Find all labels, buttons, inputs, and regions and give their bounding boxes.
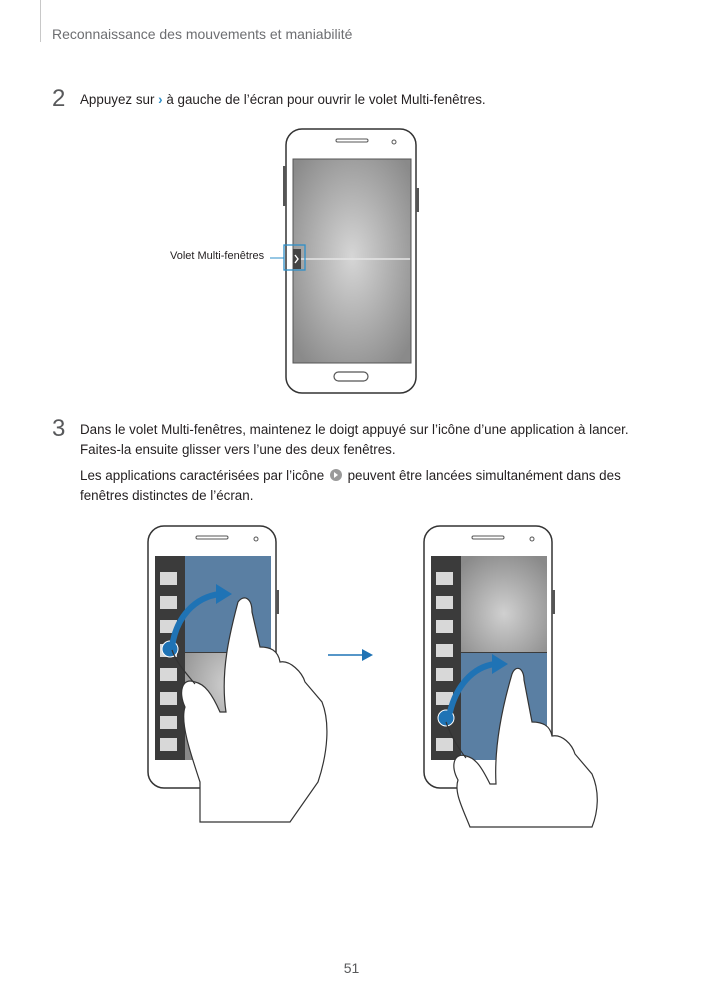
phone-screen — [292, 158, 412, 364]
phone-figure-3 — [423, 525, 598, 828]
camera — [529, 536, 535, 542]
step-3-note-before: Les applications caractérisées par l’icô… — [80, 468, 328, 483]
app-icon-list — [436, 572, 453, 751]
panel-tab-chevron-icon — [294, 254, 299, 264]
phone-figure-2 — [147, 525, 328, 823]
transition-arrow-icon — [328, 649, 373, 661]
thumb-outline — [445, 721, 467, 759]
step-number-2: 2 — [52, 85, 66, 112]
step-3-note-after: peuvent être lancées simultanément dans … — [343, 468, 621, 483]
drag-arrow — [447, 661, 498, 715]
speaker-grille — [335, 138, 369, 143]
drag-arrow-head — [492, 654, 508, 674]
power-button — [276, 590, 279, 614]
step-3-line-2: Faites-la ensuite glisser vers l’une des… — [80, 442, 396, 457]
volume-button — [283, 166, 286, 206]
camera — [391, 139, 397, 145]
panel-tab — [293, 249, 301, 269]
home-button — [333, 371, 369, 382]
drag-arrow — [169, 591, 223, 650]
page-header: Reconnaissance des mouvements et maniabi… — [52, 26, 353, 42]
drag-arrow-head — [216, 584, 232, 604]
step-2-text-before: Appuyez sur — [80, 92, 159, 107]
callout-highlight — [283, 244, 306, 271]
step-3-note-line-2: fenêtres distinctes de l’écran. — [80, 488, 254, 503]
page-number: 51 — [343, 960, 360, 976]
chevron-right-icon: › — [158, 92, 163, 107]
step-3-line-1: Dans le volet Multi-fenêtres, maintenez … — [80, 422, 629, 437]
hand-illustration — [453, 667, 598, 828]
header-rule — [40, 0, 41, 42]
camera — [253, 536, 259, 542]
thumb-outline — [171, 649, 196, 685]
hand-illustration — [181, 597, 328, 823]
speaker-grille — [195, 535, 229, 540]
speaker-grille — [471, 535, 505, 540]
step-number-3: 3 — [52, 415, 66, 442]
upper-window — [461, 556, 547, 652]
power-button — [416, 188, 419, 212]
phone-figure-1 — [270, 128, 419, 394]
multiwindow-app-icon — [329, 469, 342, 481]
callout-multiwindow-panel: Volet Multi-fenêtres — [170, 250, 265, 262]
step-3-note-line-1: Les applications caractérisées par l’icô… — [80, 466, 621, 485]
step-2-text-after: à gauche de l’écran pour ouvrir le volet… — [162, 92, 486, 107]
power-button — [552, 590, 555, 614]
step-2-text: Appuyez sur › à gauche de l’écran pour o… — [80, 90, 486, 109]
